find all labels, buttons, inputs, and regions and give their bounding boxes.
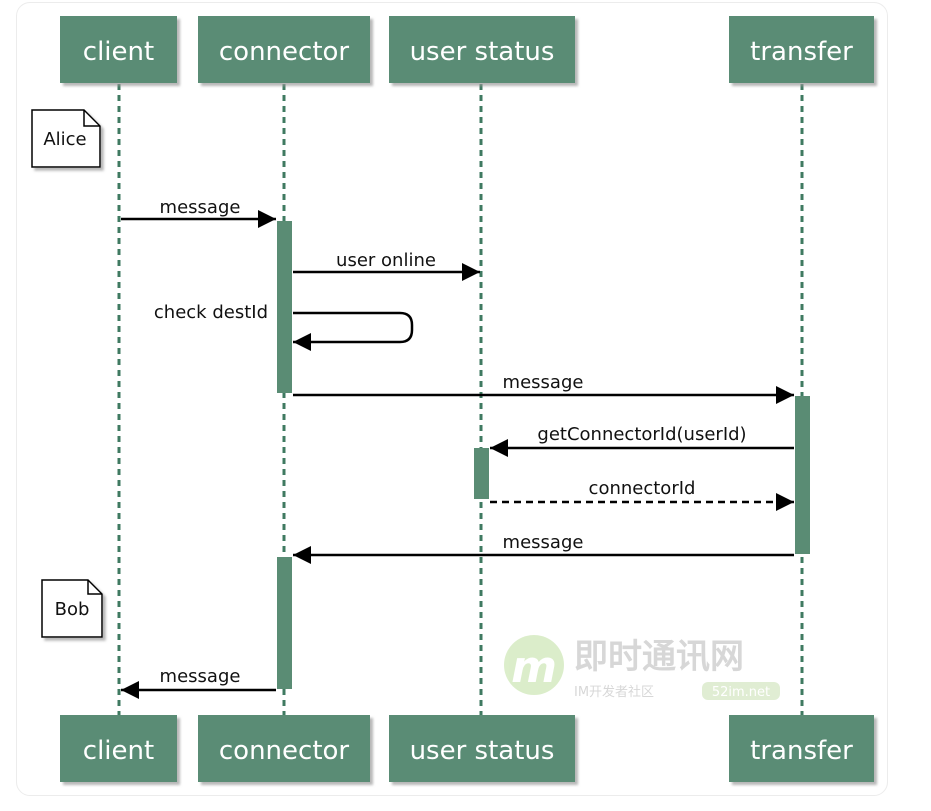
lifelines bbox=[117, 84, 804, 715]
diagram-frame bbox=[16, 2, 888, 796]
note-alice: Alice bbox=[31, 109, 101, 168]
watermark-subtitle: IM开发者社区 bbox=[574, 684, 654, 700]
participant-transfer-bottom[interactable]: transfer bbox=[729, 715, 874, 782]
participant-transfer-top[interactable]: transfer bbox=[729, 16, 874, 83]
participants-bottom: client connector user status transfer bbox=[60, 715, 874, 782]
watermark-domain: 52im.net bbox=[712, 685, 770, 700]
message-connector-to-client: message bbox=[121, 666, 276, 699]
participant-label: transfer bbox=[750, 37, 853, 67]
activation-connector-2 bbox=[277, 557, 292, 689]
participant-user-status-bottom[interactable]: user status bbox=[389, 715, 575, 782]
participant-label: connector bbox=[219, 37, 350, 67]
participant-connector-bottom[interactable]: connector bbox=[198, 715, 370, 782]
watermark: m 即时通讯网 IM开发者社区 52im.net bbox=[504, 635, 780, 700]
watermark-logo-icon bbox=[504, 635, 564, 695]
message-label: message bbox=[160, 197, 241, 218]
message-label: user online bbox=[336, 250, 436, 271]
watermark-title: 即时通讯网 bbox=[574, 637, 744, 677]
message-self-check: check destId bbox=[154, 302, 414, 351]
message-label: check destId bbox=[154, 302, 268, 323]
participant-user-status-top[interactable]: user status bbox=[389, 16, 575, 83]
participant-label: user status bbox=[410, 37, 555, 67]
message-label: message bbox=[503, 372, 584, 393]
message-label: message bbox=[503, 532, 584, 553]
participant-label: client bbox=[83, 736, 154, 766]
activation-transfer bbox=[795, 396, 810, 554]
participant-client-bottom[interactable]: client bbox=[60, 715, 177, 782]
participant-label: transfer bbox=[750, 736, 853, 766]
activations bbox=[277, 221, 810, 689]
message-connector-to-transfer: message bbox=[293, 372, 794, 404]
note-label: Bob bbox=[55, 599, 90, 620]
watermark-logo-glyph: m bbox=[511, 642, 557, 693]
note-label: Alice bbox=[43, 129, 86, 150]
participant-label: client bbox=[83, 37, 154, 67]
message-client-to-connector: message bbox=[121, 197, 276, 228]
message-label: connectorId bbox=[589, 478, 696, 499]
participant-label: connector bbox=[219, 736, 350, 766]
participants-top: client connector user status transfer bbox=[60, 16, 874, 83]
message-transfer-to-connector: message bbox=[293, 532, 794, 564]
participant-connector-top[interactable]: connector bbox=[198, 16, 370, 83]
message-get-connector-id: getConnectorId(userId) bbox=[490, 424, 794, 457]
participant-client-top[interactable]: client bbox=[60, 16, 177, 83]
activation-user-status bbox=[474, 448, 489, 499]
note-bob: Bob bbox=[41, 579, 103, 638]
activation-connector-1 bbox=[277, 221, 292, 393]
message-connector-id-reply: connectorId bbox=[490, 478, 794, 511]
participant-label: user status bbox=[410, 736, 555, 766]
message-user-online: user online bbox=[293, 250, 480, 281]
message-label: getConnectorId(userId) bbox=[537, 424, 746, 445]
message-label: message bbox=[160, 666, 241, 687]
